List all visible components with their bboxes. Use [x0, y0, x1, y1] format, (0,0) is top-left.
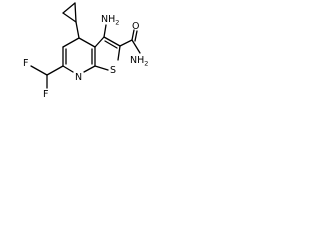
pyridine-nitrogen-label: N [75, 72, 82, 83]
amide-oxygen-label: O [132, 21, 139, 32]
bond [117, 45, 121, 61]
bond [75, 21, 80, 39]
bond [46, 65, 64, 76]
bond [62, 65, 74, 73]
amino-subscript: 2 [115, 19, 119, 27]
pyridine-ring [62, 37, 96, 73]
amide-nitrogen-label: NH2 [130, 55, 148, 68]
bond [104, 40, 118, 49]
thiophene-sulfur-label: S [110, 65, 116, 76]
bond [131, 39, 141, 54]
molecule-structure: NH2 O NH2 S N F F [23, 2, 148, 100]
amino-label: NH2 [101, 14, 119, 27]
difluoromethyl-group [30, 65, 64, 89]
fluorine-top-label: F [23, 58, 28, 69]
bond [103, 36, 121, 47]
carboxamide-group [119, 29, 141, 54]
amino-text: NH [101, 14, 115, 25]
bond [62, 12, 77, 23]
bond [30, 65, 48, 76]
bond [78, 37, 96, 48]
bond [62, 2, 76, 14]
amide-nh-text: NH [130, 55, 144, 66]
bond [83, 65, 96, 73]
bond [119, 39, 133, 47]
fluorine-bottom-label: F [43, 89, 48, 100]
bond [62, 37, 80, 48]
bond [94, 36, 105, 48]
bond [134, 30, 138, 42]
bond [94, 65, 109, 71]
cyclopropyl-ring [62, 2, 77, 23]
bond [131, 29, 135, 41]
amide-subscript: 2 [144, 60, 148, 68]
bond [103, 24, 107, 38]
thiophene-ring [94, 36, 121, 71]
bond [74, 2, 77, 23]
